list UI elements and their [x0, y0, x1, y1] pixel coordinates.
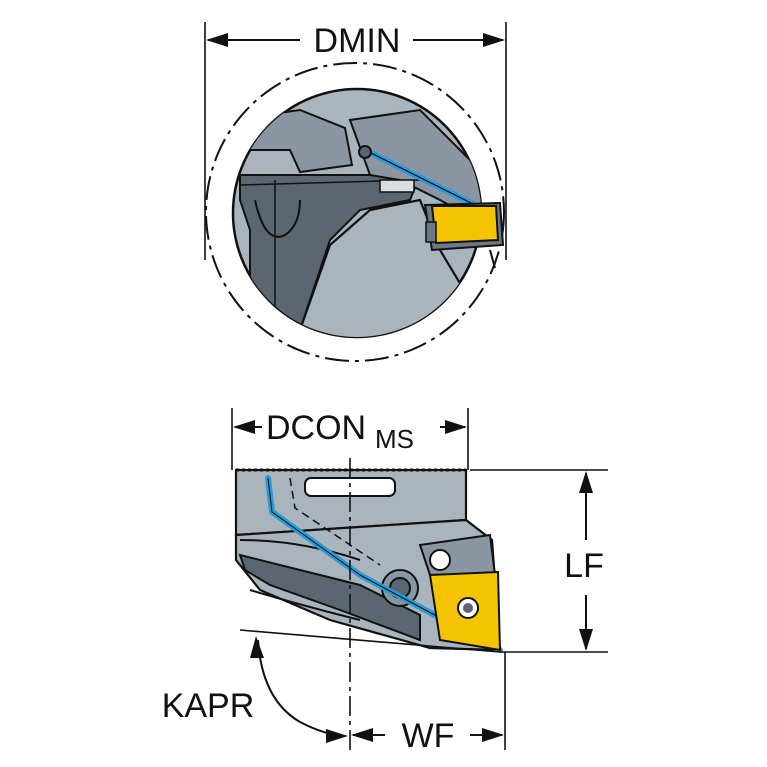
arrow-left-icon — [206, 33, 228, 47]
kapr-dimension: KAPR — [162, 629, 501, 743]
dmin-dimension: DMIN — [206, 22, 505, 60]
coolant-channels — [265, 475, 503, 653]
arrow-left-icon — [233, 420, 255, 434]
arrow-left-icon — [351, 728, 373, 742]
lf-dimension: LF — [470, 469, 608, 653]
dcon-subscript: MS — [375, 424, 414, 454]
arrow-right-icon — [482, 728, 504, 742]
dcon-dimension: DCON MS — [233, 409, 467, 454]
kapr-label: KAPR — [162, 687, 255, 725]
wf-label: WF — [402, 717, 455, 755]
wf-dimension: WF — [351, 652, 506, 755]
arrow-down-icon — [579, 629, 593, 651]
arrow-right-icon — [483, 33, 505, 47]
arrow-right-icon — [326, 729, 348, 743]
arrow-up-icon — [250, 636, 264, 658]
arrow-right-icon — [445, 420, 467, 434]
dcon-label: DCON — [266, 409, 366, 447]
side-view: DCON MS — [162, 408, 608, 755]
lf-label: LF — [564, 547, 604, 585]
insert-top-view — [423, 201, 505, 269]
dmin-label: DMIN — [314, 22, 401, 60]
min-bore-circle — [205, 62, 505, 362]
arrow-up-icon — [579, 471, 593, 493]
insert-side-view — [428, 570, 502, 652]
top-view: DMIN — [204, 22, 507, 362]
